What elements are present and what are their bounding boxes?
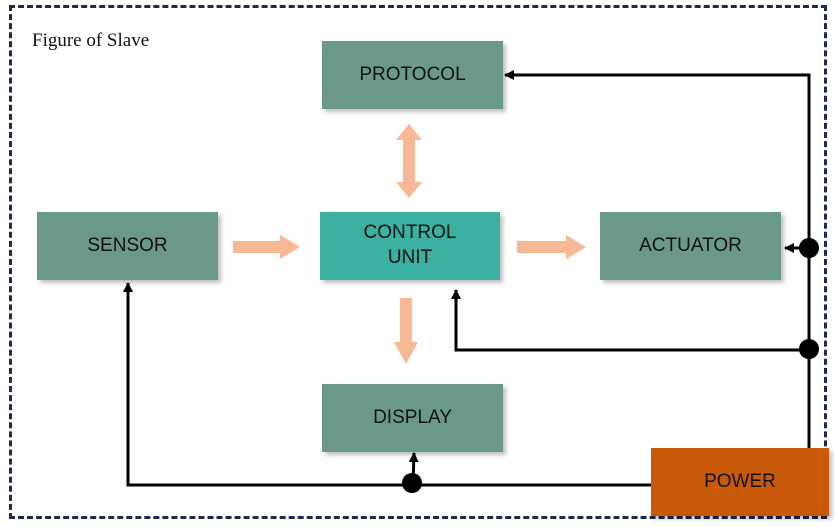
power-block: POWER <box>651 448 829 516</box>
display-block: DISPLAY <box>322 384 503 452</box>
power-label: POWER <box>704 470 776 492</box>
wire-to-control-unit <box>451 289 809 352</box>
sensor-label: SENSOR <box>87 234 168 256</box>
protocol-block: PROTOCOL <box>322 41 503 109</box>
actuator-block: ACTUATOR <box>600 212 781 280</box>
control-unit-label-line2: UNIT <box>387 247 433 268</box>
control-unit-label-line1: CONTROL <box>363 222 457 244</box>
dashed-frame <box>9 5 827 519</box>
protocol-label: PROTOCOL <box>359 63 466 85</box>
junction-dot-display <box>402 473 422 493</box>
display-label: DISPLAY <box>373 406 452 428</box>
actuator-label: ACTUATOR <box>639 234 742 256</box>
junction-dot-actuator <box>799 238 819 258</box>
arrow-protocol-control <box>396 124 422 198</box>
junction-dot-control <box>799 339 819 359</box>
figure-caption: Figure of Slave <box>32 30 150 51</box>
wire-power-to-sensor <box>123 282 652 487</box>
wire-power-to-protocol <box>504 70 811 470</box>
control-unit-block: CONTROL UNIT <box>320 212 500 280</box>
arrow-sensor-to-control <box>233 235 300 259</box>
sensor-block: SENSOR <box>37 212 218 280</box>
arrow-control-to-display <box>394 298 418 364</box>
arrow-control-to-actuator <box>517 235 586 259</box>
